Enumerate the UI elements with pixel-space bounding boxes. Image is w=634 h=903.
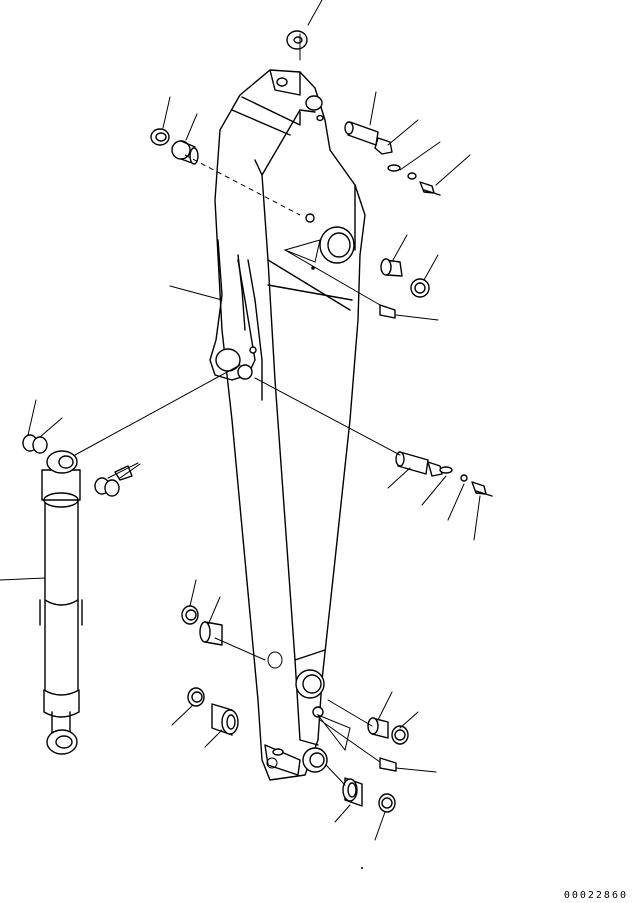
bushing-lower-left-2 — [212, 704, 232, 735]
callout-leaders — [0, 0, 480, 869]
bolt-middle — [472, 482, 492, 496]
arm-body — [210, 70, 365, 780]
drawing-number: 00022860 — [563, 890, 628, 901]
washer-top-right — [408, 173, 416, 179]
lock-plate-middle — [428, 462, 442, 476]
grease-fitting-upper — [380, 305, 395, 318]
washer-middle — [461, 475, 467, 481]
shim-cylinder — [115, 466, 132, 480]
lock-plate-top-right — [375, 138, 392, 154]
bolt-top-right — [420, 182, 440, 195]
bucket-cylinder — [40, 451, 82, 754]
loose-parts — [23, 31, 492, 812]
grease-fitting-lower — [380, 758, 396, 771]
assembly-lines — [75, 34, 400, 785]
